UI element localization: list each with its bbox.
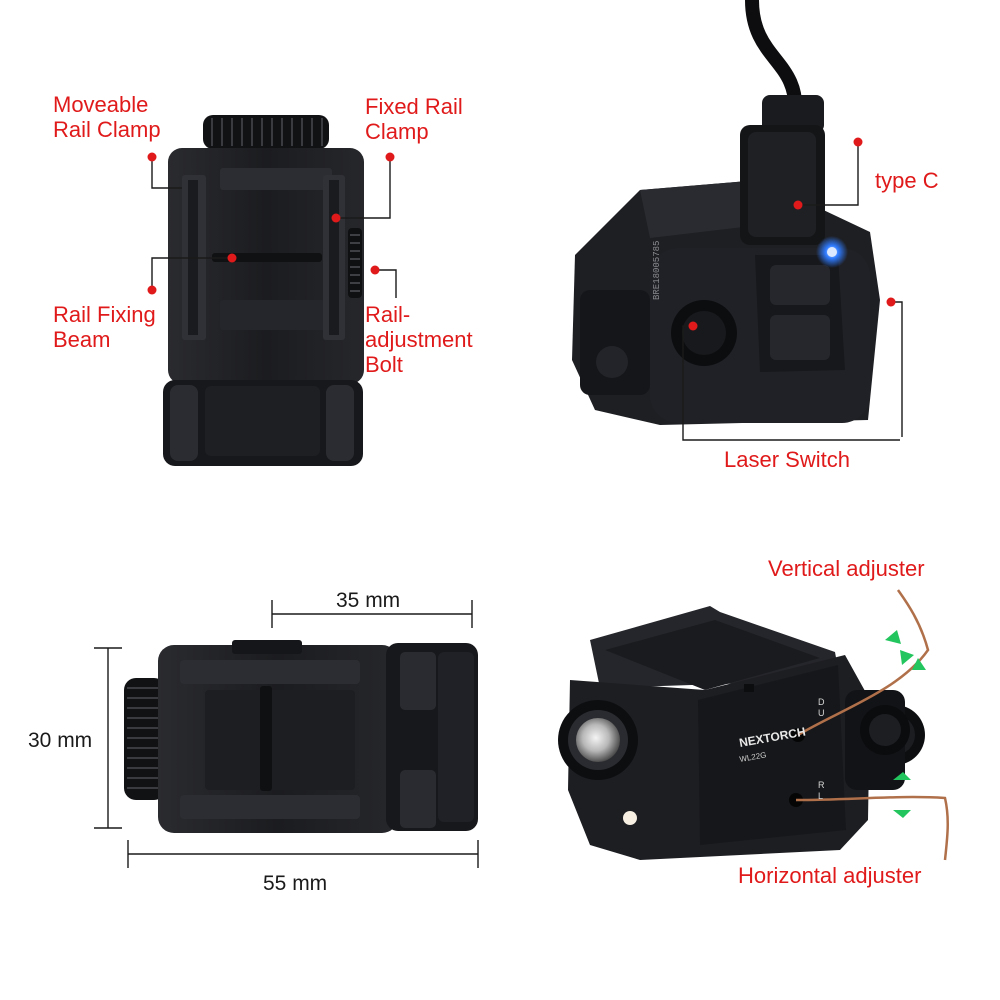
label-rail-fixing-beam: Rail Fixing Beam <box>53 302 156 352</box>
device-front-view <box>558 606 925 860</box>
device-charging-view <box>572 0 880 425</box>
callouts-top-left <box>151 158 397 298</box>
label-laser-switch: Laser Switch <box>724 447 850 472</box>
label-type-c: type C <box>875 168 939 193</box>
side-letters-rl: R L <box>818 780 825 801</box>
callout-dots-top-right <box>688 137 896 331</box>
label-fixed-rail-clamp: Fixed Rail Clamp <box>365 94 463 144</box>
serial-number: BRE18005785 <box>652 241 662 300</box>
dimension-width-35: 35 mm <box>336 589 401 612</box>
side-letters-du: D U <box>818 697 825 718</box>
green-arrows <box>885 630 926 818</box>
label-moveable-rail-clamp: Moveable Rail Clamp <box>53 92 161 142</box>
dimension-lines <box>94 600 479 868</box>
dimension-height-30: 30 mm <box>28 729 93 752</box>
label-horizontal-adjuster: Horizontal adjuster <box>738 863 922 888</box>
device-bottom-view <box>163 115 364 466</box>
callout-dots-top-left <box>147 152 395 295</box>
adjuster-wires <box>795 589 949 861</box>
device-side-view <box>124 640 478 833</box>
label-rail-adjustment-bolt: Rail- adjustment Bolt <box>365 302 473 377</box>
label-vertical-adjuster: Vertical adjuster <box>768 556 925 581</box>
dimension-length-55: 55 mm <box>263 872 328 895</box>
